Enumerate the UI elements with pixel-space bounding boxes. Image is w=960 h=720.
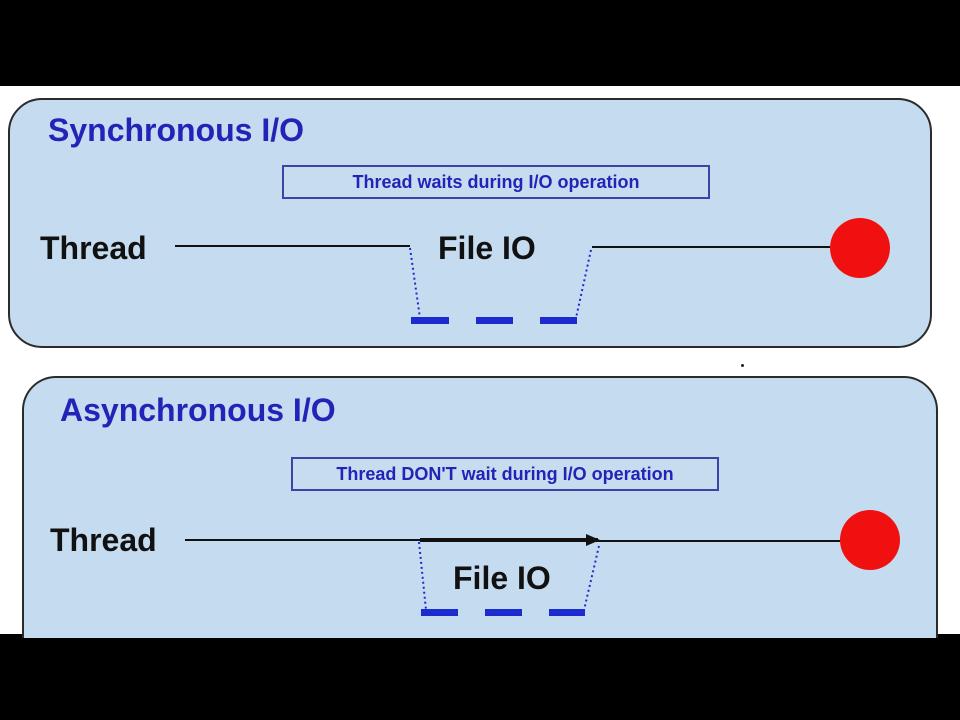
asynchronous-caption: Thread DON'T wait during I/O operation: [291, 457, 719, 491]
async-io-dash-2: [485, 609, 522, 616]
sync-end-dot: [830, 218, 890, 278]
asynchronous-title: Asynchronous I/O: [60, 392, 336, 428]
asynchronous-file-io-label: File IO: [453, 560, 551, 596]
async-io-dash-3: [549, 609, 585, 616]
sync-io-dash-2: [476, 317, 513, 324]
asynchronous-thread-label: Thread: [50, 522, 157, 558]
stray-dot: [741, 364, 744, 367]
sync-io-dash-3: [540, 317, 577, 324]
synchronous-thread-label: Thread: [40, 230, 147, 266]
async-io-dash-1: [421, 609, 458, 616]
synchronous-file-io-label: File IO: [438, 230, 536, 266]
async-end-dot: [840, 510, 900, 570]
synchronous-panel: [8, 98, 932, 348]
synchronous-title: Synchronous I/O: [48, 112, 305, 148]
asynchronous-panel: [22, 376, 938, 638]
sync-io-drop-left: [409, 247, 421, 319]
async-io-drop-right: [583, 545, 600, 611]
async-io-drop-left: [418, 541, 427, 611]
sync-io-dash-1: [411, 317, 449, 324]
synchronous-caption: Thread waits during I/O operation: [282, 165, 710, 199]
sync-io-drop-right: [575, 249, 592, 319]
